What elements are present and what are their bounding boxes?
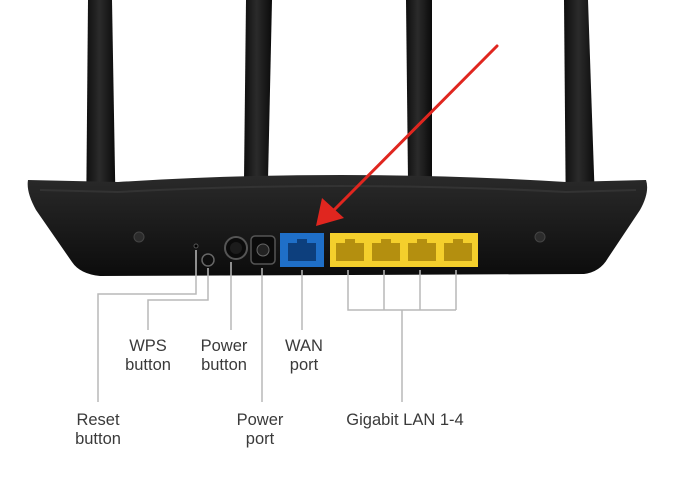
wan-port-shape [280,233,324,267]
antenna-1 [86,0,116,230]
lan-label-line1: Gigabit LAN 1-4 [346,411,464,429]
antenna-3 [406,0,432,180]
wps-label-line1: WPS [129,337,167,355]
wps-label-line2: button [125,356,171,374]
leader-lan [347,270,457,402]
reset-hole [193,243,199,249]
wps-button-shape [201,253,215,267]
antenna-4 [564,0,596,232]
antenna-group [84,0,598,242]
leader-reset [97,250,197,402]
reset-label-line2: button [75,430,121,448]
power-button-label-line2: button [201,356,247,374]
antenna-2 [244,0,272,180]
wan-port-label: WAN port [274,337,334,375]
router-body [27,175,648,276]
lan-ports-label: Gigabit LAN 1-4 [330,411,480,430]
leader-lines [97,250,457,402]
power-button-label: Power button [192,337,256,375]
wps-button-label: WPS button [116,337,180,375]
wan-label-line2: port [289,356,319,374]
wan-label-line1: WAN [285,337,323,355]
leader-wps [147,268,209,330]
reset-label-line1: Reset [76,411,120,429]
power-port-label-line2: port [245,430,275,448]
power-port-label-line1: Power [236,411,284,429]
red-arrow-icon [316,44,499,226]
screw-left [133,231,145,243]
reset-button-label: Reset button [66,411,130,449]
lan-ports-shape [330,233,478,267]
screw-right [534,231,546,243]
power-button-label-line1: Power [200,337,248,355]
power-port-label: Power port [228,411,292,449]
